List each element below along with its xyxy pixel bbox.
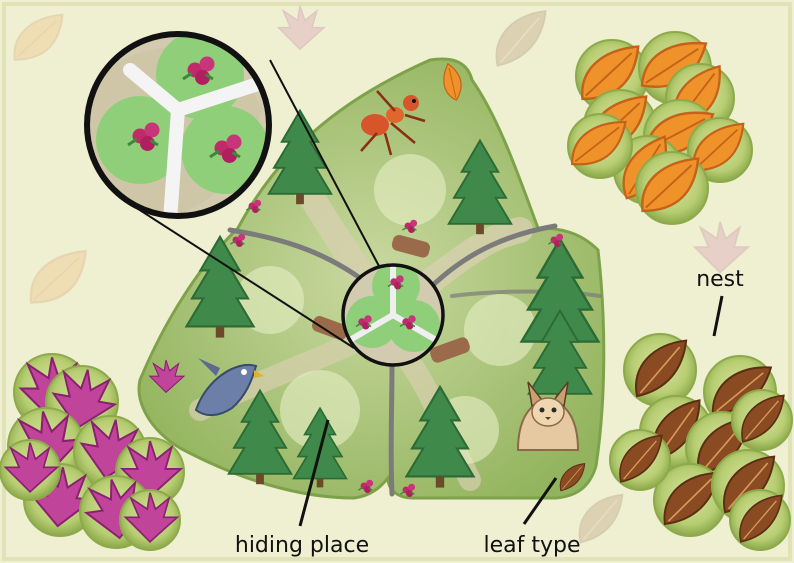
brown-leaf-token[interactable]: [624, 334, 696, 406]
brown-leaf-token[interactable]: [730, 490, 790, 550]
pink-leaf-token[interactable]: [120, 490, 180, 550]
pink-leaf-token[interactable]: [0, 440, 60, 500]
orange-leaf-token[interactable]: [636, 152, 708, 224]
brown-leaf-token[interactable]: [610, 430, 670, 490]
leaf-type-label: leaf type: [483, 533, 580, 558]
nest-label: nest: [696, 267, 744, 292]
zoom-inset: [87, 31, 270, 220]
orange-leaf-token[interactable]: [568, 114, 632, 178]
hiding-place-label: hiding place: [235, 533, 369, 558]
brown-leaf-token[interactable]: [732, 390, 792, 450]
hiding-place[interactable]: [464, 294, 536, 366]
hiding-place[interactable]: [374, 154, 446, 226]
board-divider: [391, 362, 392, 494]
board-center-piece: [343, 262, 443, 365]
